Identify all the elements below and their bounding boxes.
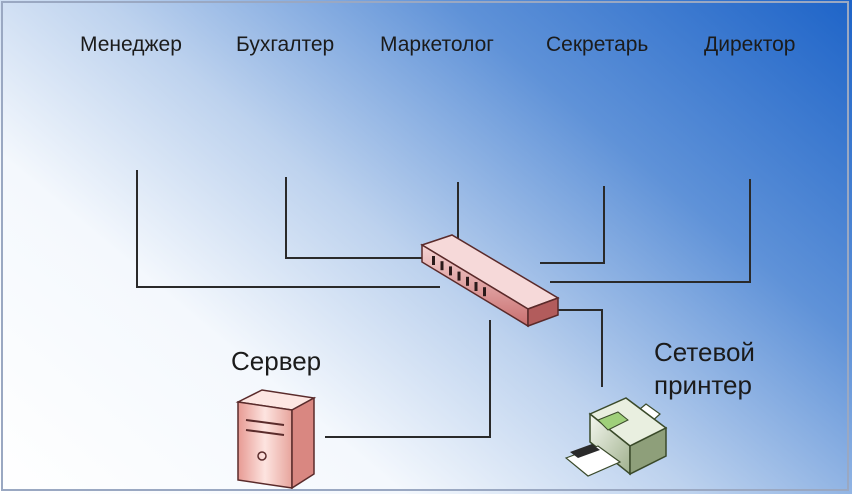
workstation-label-marketer: Маркетолог xyxy=(380,33,494,56)
cable-printer xyxy=(540,309,603,387)
cable-manager xyxy=(136,170,440,288)
cable-server xyxy=(325,320,491,438)
switch-port xyxy=(466,276,469,286)
network-cables xyxy=(136,170,751,438)
switch-ports xyxy=(432,256,486,297)
cable-secretary xyxy=(540,186,605,264)
cable-director xyxy=(550,179,751,283)
network-printer-icon xyxy=(564,397,668,477)
workstation-label-director: Директор xyxy=(704,33,796,56)
cable-accountant xyxy=(285,177,430,259)
switch-port xyxy=(483,287,486,297)
server-icon xyxy=(235,389,317,490)
switch-icon xyxy=(420,234,560,328)
switch-port xyxy=(457,271,461,281)
switch-port xyxy=(474,282,478,291)
printer-label-line1: Сетевой xyxy=(654,337,755,367)
switch-port xyxy=(449,266,452,276)
switch-port xyxy=(432,256,435,265)
switch-port xyxy=(440,261,444,271)
server-label: Сервер xyxy=(231,346,322,376)
workstation-label-accountant: Бухгалтер xyxy=(236,33,335,56)
workstation-label-manager: Менеджер xyxy=(80,33,182,56)
workstation-label-secretary: Секретарь xyxy=(546,33,649,56)
printer-label-line2: принтер xyxy=(654,370,752,400)
